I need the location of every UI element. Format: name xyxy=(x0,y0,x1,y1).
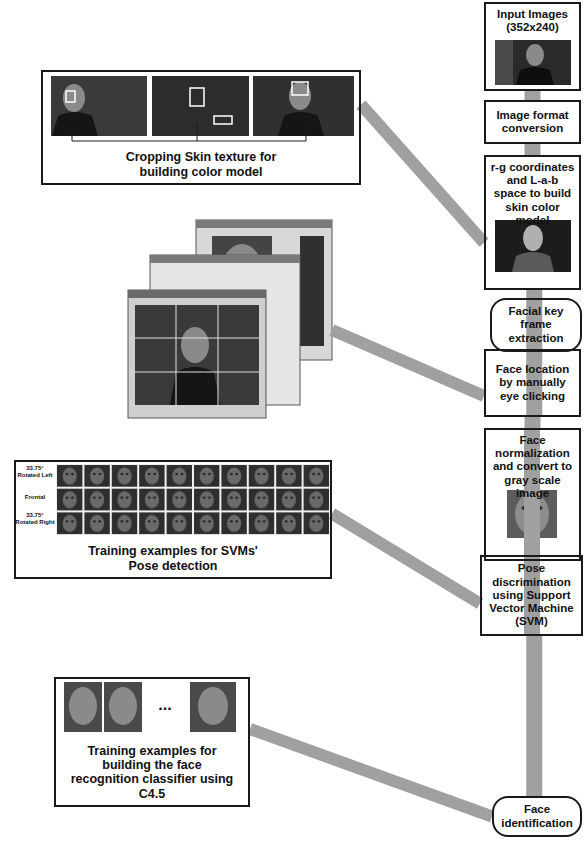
crop-mark xyxy=(214,116,232,124)
callout-band xyxy=(332,330,484,396)
grid-line xyxy=(135,338,259,339)
process-box: Image format conversion xyxy=(484,100,581,144)
bracket-line xyxy=(306,124,307,141)
callout-band xyxy=(250,729,492,817)
photo-ground xyxy=(152,76,249,136)
face-tiles xyxy=(64,682,236,732)
face-tile xyxy=(190,682,236,732)
face-oval xyxy=(69,687,97,725)
pipeline-band xyxy=(526,290,542,298)
skin-photo xyxy=(495,220,571,272)
node-text: Pose discrimination using Support Vector… xyxy=(486,562,577,628)
cropping-photos xyxy=(51,76,354,136)
pipeline-band xyxy=(525,91,541,100)
photo-body xyxy=(52,112,98,136)
input-photo xyxy=(495,40,571,85)
node-text: Input Images (352x240) xyxy=(490,8,575,34)
pose-label: 33.75° Rotated Right xyxy=(15,512,55,525)
photo-head xyxy=(526,44,544,66)
process-box: Face normalization and convert to gray s… xyxy=(484,428,581,561)
callout-box: Cropping Skin texture for building color… xyxy=(41,70,361,185)
face-oval xyxy=(198,687,228,725)
photo-ground xyxy=(495,220,571,272)
pipeline-band xyxy=(526,636,542,796)
window-title xyxy=(128,290,266,298)
face-oval xyxy=(109,687,137,725)
node-text: r-g coordinates and L-a-b space to build… xyxy=(490,161,575,227)
process-box: r-g coordinates and L-a-b space to build… xyxy=(484,155,581,290)
face-tile xyxy=(64,682,102,732)
window-title xyxy=(196,220,332,228)
crop-mark xyxy=(66,91,75,102)
crop-mark xyxy=(292,82,308,95)
grid-line xyxy=(176,305,177,405)
ellipsis-label: ... xyxy=(143,696,187,714)
node-text: Training examples for building the face … xyxy=(67,744,237,802)
window-face xyxy=(181,327,209,363)
callout-box: Training examples for building the face … xyxy=(54,677,250,807)
process-box: Face location by manually eye clicking xyxy=(484,349,581,417)
window-panel xyxy=(300,236,324,346)
process-box: Input Images (352x240) xyxy=(484,2,581,91)
node-text: Face location by manually eye clicking xyxy=(490,363,575,403)
pipeline-band xyxy=(525,417,541,428)
rounded-box: Face identification xyxy=(492,796,582,837)
photo-flag xyxy=(495,40,513,85)
bracket-line xyxy=(197,124,198,141)
photo-ground xyxy=(51,76,147,136)
node-text: Image format conversion xyxy=(490,109,575,135)
photo-suit xyxy=(516,67,554,85)
crop-mark xyxy=(190,88,204,106)
grid-line xyxy=(218,305,219,405)
photo-head xyxy=(63,84,85,112)
node-text: Training examples for SVMs' Pose detecti… xyxy=(73,544,273,573)
callout-band xyxy=(361,105,484,243)
grid-line xyxy=(135,372,259,373)
window-image xyxy=(135,305,259,405)
window-title xyxy=(150,255,300,263)
node-text: Face identification xyxy=(498,803,576,829)
pose-label: 33.75° Rotated Left xyxy=(15,465,55,478)
node-text: Facial key frame extraction xyxy=(496,305,576,345)
photo-ground xyxy=(495,40,571,85)
window-body xyxy=(170,367,220,405)
pipeline-band xyxy=(525,144,541,155)
photo-body xyxy=(512,252,554,272)
photo-head xyxy=(289,82,311,110)
bracket-line xyxy=(72,141,306,142)
callout-box: Training examples for SVMs' Pose detecti… xyxy=(14,460,332,579)
process-box: Pose discrimination using Support Vector… xyxy=(480,555,583,636)
pose-grid xyxy=(56,464,330,535)
screenshot-windows xyxy=(128,220,332,418)
photo-body xyxy=(278,112,324,136)
window-frame xyxy=(128,290,266,418)
face-tile xyxy=(104,682,142,732)
photo-ground xyxy=(253,76,354,136)
crop-bracket xyxy=(72,124,306,141)
node-text: Cropping Skin texture for building color… xyxy=(101,150,301,179)
bracket-line xyxy=(72,124,73,141)
photo-head xyxy=(523,225,543,251)
node-text: Face normalization and convert to gray s… xyxy=(490,434,575,500)
rounded-box: Facial key frame extraction xyxy=(490,298,582,352)
pose-label: Frontal xyxy=(15,494,55,501)
callout-band xyxy=(332,514,480,604)
